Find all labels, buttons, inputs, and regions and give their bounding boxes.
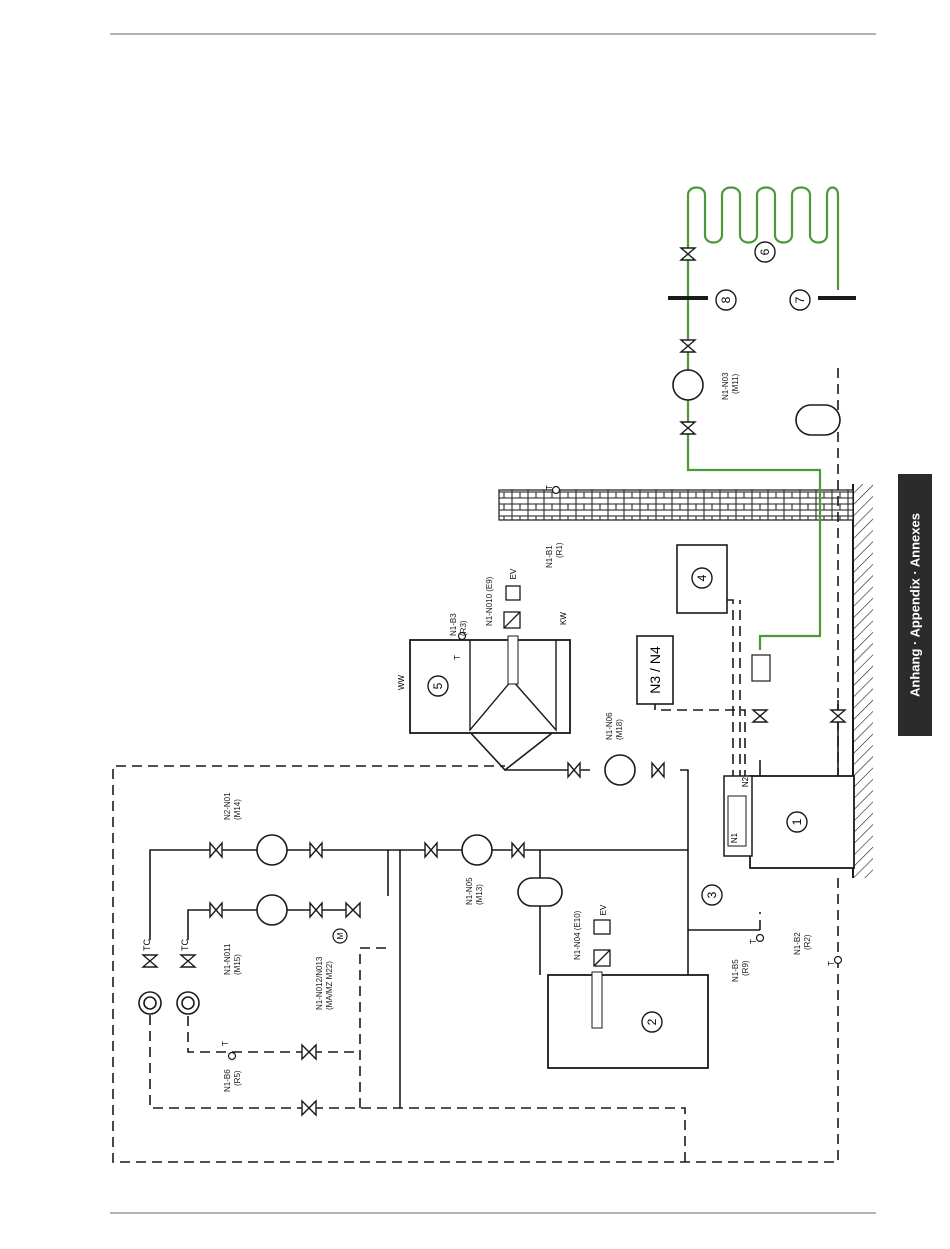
label-n1-b1: N1-B1 — [545, 545, 554, 568]
kw-label: KW — [559, 612, 568, 625]
label-n1-n012-code: (MA/MZ M22) — [325, 961, 334, 1010]
label-n1-b2: N1-B2 — [793, 932, 802, 955]
label-n1-b3: N1-B3 — [449, 613, 458, 636]
label-n1-n06-code: (M18) — [615, 719, 624, 740]
component-numbers — [428, 242, 810, 1032]
tc-mark-2: TC — [180, 939, 190, 951]
expansion-vessel-buffer — [518, 878, 562, 906]
radiators — [139, 992, 199, 1014]
tc-mark-1: TC — [142, 939, 152, 951]
side-tab-label: Anhang · Appendix · Annexes — [908, 474, 923, 736]
num-cooling-unit: 4 — [695, 574, 709, 581]
ground-hatching — [853, 484, 873, 878]
filter — [752, 655, 770, 681]
ww-label: WW — [397, 674, 406, 690]
num-dhw-tank: 5 — [431, 682, 445, 689]
t-mark-b2: T — [827, 961, 836, 966]
label-n1-b5: N1-B5 — [731, 959, 740, 982]
building-wall — [499, 490, 853, 520]
label-n2-n01-code: (M14) — [233, 799, 242, 820]
label-n1-n011-code: (M15) — [233, 954, 242, 975]
ev-mark-buffer: EV — [599, 904, 608, 915]
label-n1-n04: N1-N04 (E10) — [573, 910, 582, 960]
label-n1-n012: N1-N012/N013 — [315, 956, 324, 1010]
pump-n2-n01 — [257, 835, 287, 865]
buffer-heater-rod — [592, 972, 602, 1028]
label-n1-b1-code: (R1) — [555, 542, 564, 558]
label-n1-b6: N1-B6 — [223, 1069, 232, 1092]
t-mark-b1: T — [545, 485, 554, 490]
label-n1-n03-code: (M11) — [731, 373, 740, 394]
num-manifold-flow: 8 — [719, 296, 733, 303]
num-heat-pump: 1 — [790, 818, 804, 825]
ev-mark-dhw: EV — [509, 568, 518, 579]
t-mark-b5: T — [749, 939, 758, 944]
num-controller: 3 — [705, 891, 719, 898]
t-mark-b6: T — [221, 1041, 230, 1046]
expansion-vessel-floor — [796, 405, 840, 435]
label-n1-b2-code: (R2) — [803, 934, 812, 950]
t-mark-b3: T — [453, 655, 462, 660]
controller-n1-label: N1 — [730, 832, 739, 843]
remote-control-label: N3 / N4 — [647, 646, 663, 694]
solid-pipes — [150, 700, 838, 1108]
label-n1-n03: N1-N03 — [721, 372, 730, 400]
dhw-heater-rod — [508, 636, 518, 684]
side-tab: Anhang · Appendix · Annexes — [898, 474, 932, 736]
label-n1-b5-code: (R9) — [741, 960, 750, 976]
label-n1-b6-code: (R5) — [233, 1070, 242, 1086]
controller-n2-label: N2 — [741, 776, 750, 787]
label-n1-n011: N1-N011 — [223, 943, 232, 975]
label-n2-n01: N2-N01 — [223, 792, 232, 820]
pump-n1-n011 — [257, 895, 287, 925]
label-n1-b3-code: (R3) — [459, 620, 468, 636]
num-floor-heating: 6 — [758, 248, 772, 255]
num-manifold-return: 7 — [793, 296, 807, 303]
pump-n1-n03 — [673, 370, 703, 400]
label-n1-n06: N1-N06 — [605, 712, 614, 740]
pump-n1-n05 — [462, 835, 492, 865]
label-n1-n010: N1-N010 (E9) — [485, 576, 494, 626]
mixer-motor-mark: M — [336, 932, 345, 939]
label-n1-n05: N1-N05 — [465, 877, 474, 905]
num-buffer-tank: 2 — [645, 1018, 659, 1025]
buffer-tank — [548, 975, 708, 1068]
label-n1-n05-code: (M13) — [475, 884, 484, 905]
pump-n1-n06 — [605, 755, 635, 785]
